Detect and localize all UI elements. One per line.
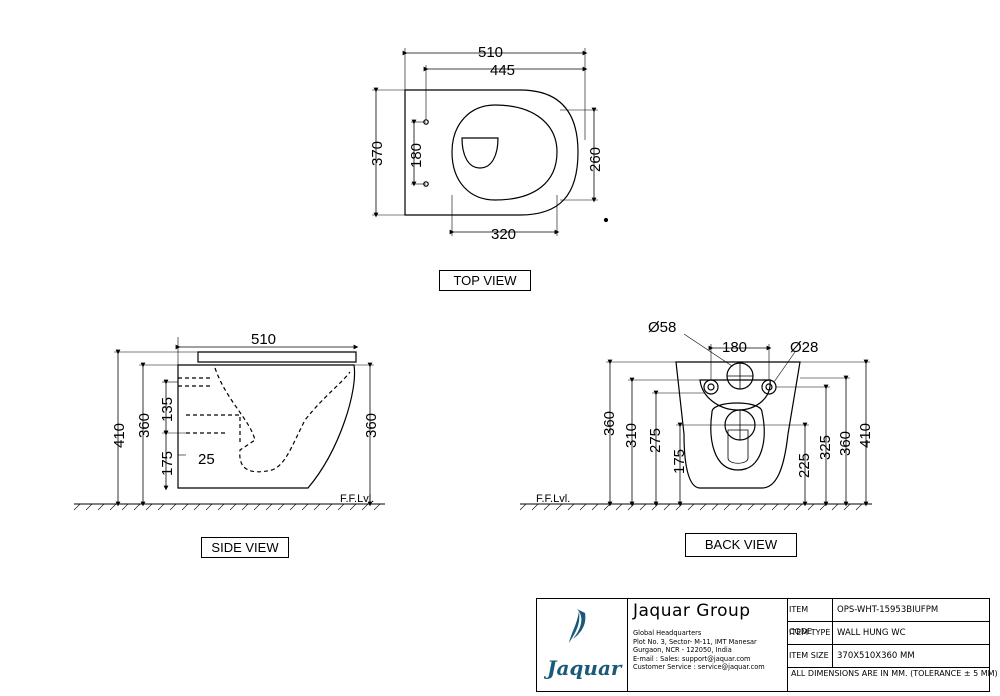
- top-view-dimensions: 510 445 370 180 260 320: [369, 44, 604, 243]
- side-dim-410: 410: [111, 423, 128, 448]
- back-dim-310: 310: [623, 423, 640, 448]
- side-dim-175: 175: [159, 451, 176, 476]
- top-dim-510: 510: [478, 44, 503, 61]
- item-code-value: OPS-WHT-15953BIUFPM: [837, 605, 939, 615]
- side-dim-360-right: 360: [363, 413, 380, 438]
- brand-logo: Jaquar: [537, 599, 628, 691]
- address-line: Gurgaon, NCR - 122050, India: [633, 646, 732, 655]
- jaquar-logo-icon: Jaquar: [543, 609, 623, 680]
- top-dim-320: 320: [491, 226, 516, 243]
- side-dim-135: 135: [159, 397, 176, 422]
- address-line: Global Headquarters: [633, 629, 702, 637]
- item-size-row: ITEM SIZE 370X510X360 MM: [787, 645, 989, 668]
- side-trap: [214, 367, 351, 473]
- side-dim-25: 25: [198, 451, 215, 468]
- back-dia-28: Ø28: [790, 339, 818, 356]
- side-floor-label: F.F.Lvl.: [340, 493, 374, 505]
- item-type-value: WALL HUNG WC: [837, 628, 906, 638]
- company-address: Global Headquarters Plot No. 3, Sector- …: [633, 629, 765, 672]
- item-size-label: ITEM SIZE: [787, 645, 833, 667]
- top-bowl-outline: [404, 89, 579, 216]
- back-view-label: BACK VIEW: [685, 533, 797, 557]
- back-floor-label: F.F.Lvl.: [536, 493, 570, 505]
- item-code-row: ITEM CODE OPS-WHT-15953BIUFPM: [787, 599, 989, 636]
- back-dim-410: 410: [857, 423, 874, 448]
- item-type-row: ITEM TYPE WALL HUNG WC: [787, 622, 989, 645]
- side-seat: [197, 351, 357, 363]
- back-view-drawing: [519, 333, 872, 511]
- back-bowl: [710, 402, 765, 471]
- top-view-label: TOP VIEW: [439, 270, 531, 291]
- dimension-note: ALL DIMENSIONS ARE IN MM. (TOLERANCE ± 5…: [791, 669, 998, 678]
- back-dim-325: 325: [817, 435, 834, 460]
- top-outlet: [461, 137, 499, 169]
- title-block: Jaquar Jaquar Group Global Headquarters …: [536, 598, 998, 692]
- address-line: E-mail : Sales: support@jaquar.com: [633, 654, 751, 663]
- side-view-label: SIDE VIEW: [201, 537, 289, 558]
- back-dim-275: 275: [647, 428, 664, 453]
- company-name: Jaquar Group: [633, 601, 751, 621]
- side-body: [177, 364, 356, 489]
- top-dim-445: 445: [490, 62, 515, 79]
- brand-wordmark: Jaquar: [543, 656, 623, 680]
- back-dim-175: 175: [671, 449, 688, 474]
- top-view-drawing: [372, 48, 609, 236]
- address-line: Customer Service : service@jaquar.com: [633, 663, 765, 672]
- item-size-value: 370X510X360 MM: [837, 651, 915, 661]
- side-dim-510: 510: [251, 331, 276, 348]
- side-dim-360-left: 360: [136, 413, 153, 438]
- back-dim-360-right: 360: [837, 431, 854, 456]
- back-body: [675, 361, 801, 489]
- item-code-label: ITEM CODE: [787, 599, 833, 636]
- top-dim-260: 260: [587, 147, 604, 172]
- back-dim-180: 180: [722, 339, 747, 356]
- back-dim-225: 225: [796, 453, 813, 478]
- top-dim-370: 370: [369, 141, 386, 166]
- address-line: Plot No. 3, Sector- M-11, IMT Manesar: [633, 637, 757, 646]
- side-view-drawing: [73, 337, 385, 511]
- company-info: Jaquar Group Global Headquarters Plot No…: [629, 599, 788, 691]
- top-inner-rim: [451, 104, 558, 201]
- item-type-label: ITEM TYPE: [787, 622, 833, 644]
- back-dia-58: Ø58: [648, 319, 676, 336]
- top-dim-180: 180: [408, 143, 425, 168]
- back-dim-360-left: 360: [601, 411, 618, 436]
- back-view-dimensions: Ø58 180 Ø28 360 310 275 175 225 325 360 …: [536, 319, 874, 505]
- side-view-dimensions: 510 410 360 135 175 25 360 F.F.Lvl.: [111, 331, 380, 505]
